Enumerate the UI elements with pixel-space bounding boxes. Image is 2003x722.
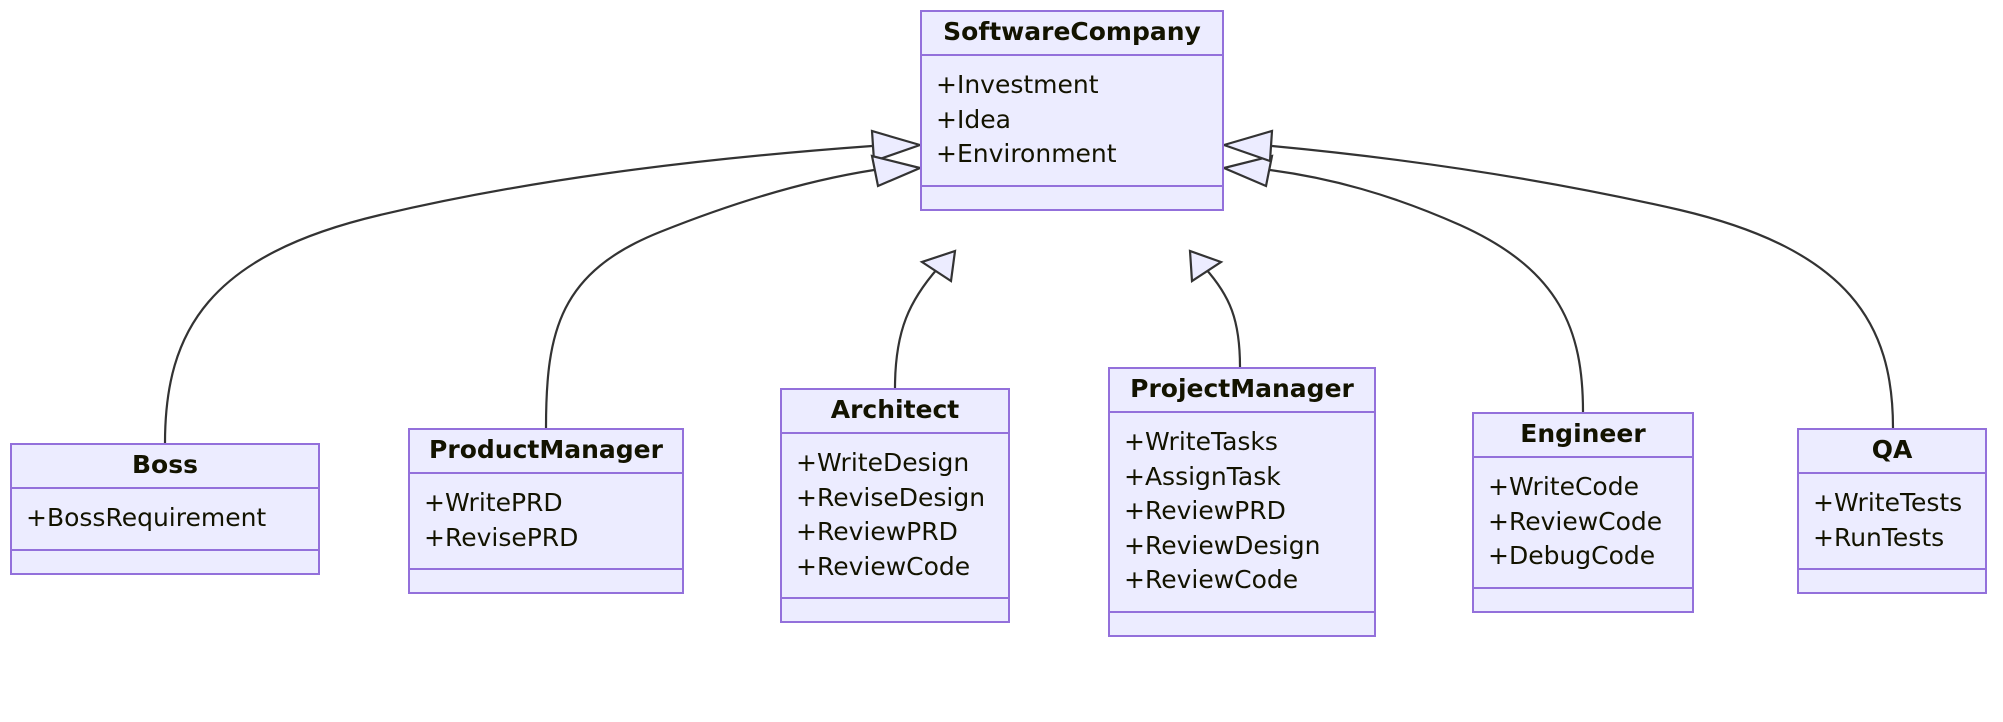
class-attribute: +ReviewCode: [1488, 506, 1663, 536]
class-attributes-productmanager: +WritePRD +RevisePRD: [410, 474, 682, 571]
class-box-qa[interactable]: QA +WriteTests +RunTests: [1797, 428, 1987, 595]
class-title-architect: Architect: [782, 390, 1008, 435]
class-methods-engineer: [1474, 589, 1692, 611]
class-attributes-projectmanager: +WriteTasks +AssignTask +ReviewPRD +Revi…: [1110, 413, 1374, 613]
edge-boss-to-softwarecompany: [163, 144, 873, 444]
class-box-projectmanager[interactable]: ProjectManager +WriteTasks +AssignTask +…: [1108, 367, 1376, 637]
class-attribute: +ReviewCode: [1124, 565, 1299, 595]
arrowhead-boss-generalization: [870, 129, 924, 163]
arrowhead-productmanager-generalization: [870, 154, 924, 188]
class-attribute: +RunTests: [1813, 522, 1945, 552]
arrowhead-projectmanager-generalization: [1188, 249, 1224, 283]
class-attributes-qa: +WriteTests +RunTests: [1799, 474, 1985, 571]
class-attribute: +WriteTests: [1813, 488, 1963, 518]
arrowhead-architect-generalization: [919, 249, 957, 283]
arrowhead-engineer-generalization: [1220, 154, 1274, 188]
class-attributes-softwarecompany: +Investment +Idea +Environment: [922, 56, 1222, 187]
class-attribute: +ReviewPRD: [796, 517, 958, 547]
class-attribute: +Idea: [936, 104, 1011, 134]
class-title-qa: QA: [1799, 430, 1985, 475]
class-attributes-engineer: +WriteCode +ReviewCode +DebugCode: [1474, 458, 1692, 589]
class-box-productmanager[interactable]: ProductManager +WritePRD +RevisePRD: [408, 428, 684, 595]
class-box-boss[interactable]: Boss +BossRequirement: [10, 443, 320, 575]
class-box-engineer[interactable]: Engineer +WriteCode +ReviewCode +DebugCo…: [1472, 412, 1694, 613]
class-box-architect[interactable]: Architect +WriteDesign +ReviseDesign +Re…: [780, 388, 1010, 624]
class-methods-projectmanager: [1110, 613, 1374, 635]
class-attribute: +WriteCode: [1488, 472, 1639, 502]
class-methods-boss: [12, 551, 318, 573]
arrowhead-qa-generalization: [1220, 129, 1274, 163]
class-attribute: +WriteDesign: [796, 448, 970, 478]
class-attribute: +Investment: [936, 70, 1099, 100]
class-attribute: +BossRequirement: [26, 503, 267, 533]
edge-architect-to-softwarecompany: [893, 267, 939, 389]
class-title-boss: Boss: [12, 445, 318, 490]
class-methods-productmanager: [410, 570, 682, 592]
class-title-productmanager: ProductManager: [410, 430, 682, 475]
class-attribute: +DebugCode: [1488, 541, 1656, 571]
class-methods-architect: [782, 599, 1008, 621]
class-attributes-boss: +BossRequirement: [12, 489, 318, 551]
class-attribute: +ReviseDesign: [796, 482, 986, 512]
class-attribute: +RevisePRD: [424, 522, 579, 552]
class-title-engineer: Engineer: [1474, 414, 1692, 459]
class-attribute: +ReviewDesign: [1124, 530, 1321, 560]
class-attribute: +WriteTasks: [1124, 427, 1278, 457]
class-title-softwarecompany: SoftwareCompany: [922, 12, 1222, 57]
class-attributes-architect: +WriteDesign +ReviseDesign +ReviewPRD +R…: [782, 434, 1008, 600]
class-box-softwarecompany[interactable]: SoftwareCompany +Investment +Idea +Envir…: [920, 10, 1224, 211]
class-title-projectmanager: ProjectManager: [1110, 369, 1374, 414]
edge-projectmanager-to-softwarecompany: [1204, 267, 1242, 368]
class-attribute: +ReviewCode: [796, 551, 971, 581]
class-attribute: +AssignTask: [1124, 461, 1281, 491]
class-attribute: +WritePRD: [424, 488, 563, 518]
class-methods-qa: [1799, 570, 1985, 592]
class-methods-softwarecompany: [922, 187, 1222, 209]
class-attribute: +Environment: [936, 139, 1117, 169]
class-attribute: +ReviewPRD: [1124, 496, 1286, 526]
